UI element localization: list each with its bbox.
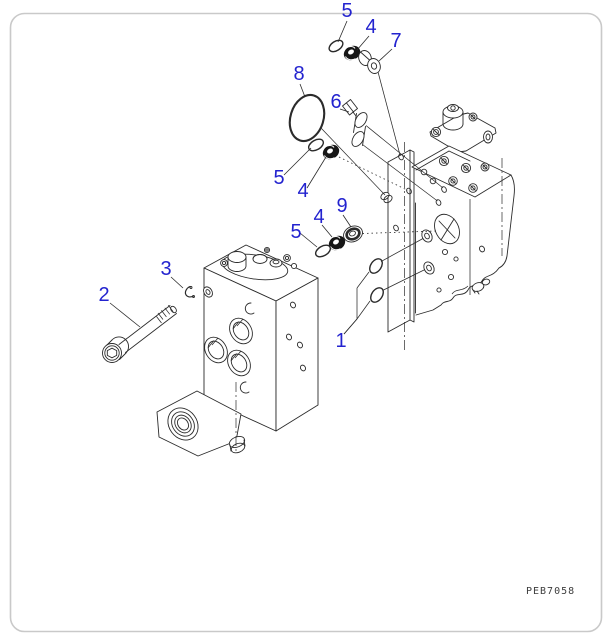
flange-bolts [420, 155, 490, 193]
right-valve-assembly [380, 104, 515, 350]
leader-line-socket-bolt [109, 302, 141, 328]
port-o-rings-part-1 [343, 258, 384, 335]
drain-plug [471, 278, 491, 295]
washer-part-9 [343, 225, 363, 243]
callout-number-5-o-ring-top[interactable]: 5 [341, 0, 352, 22]
leader-line-snap-ring [170, 276, 184, 289]
leader-line-o-ring-low [299, 232, 318, 248]
large-o-ring-part-8 [288, 93, 326, 143]
callout-number-7-bushing[interactable]: 7 [390, 30, 401, 52]
callout-number-4-hex-nut-top[interactable]: 4 [365, 16, 376, 38]
snap-ring-part-3 [184, 285, 195, 298]
front-ports [203, 286, 255, 394]
side-holes [285, 301, 307, 372]
bottom-foot [156, 382, 246, 457]
elbow-fitting-part-6 [342, 99, 368, 147]
callout-number-3-snap-ring[interactable]: 3 [160, 258, 171, 280]
o-ring-part-5-mid [307, 138, 325, 152]
top-fittings [220, 246, 298, 281]
drawing-code: PEB7058 [526, 586, 575, 597]
bushing-part-7 [358, 50, 381, 74]
o-ring-part-5-low [314, 244, 332, 258]
callout-number-9-washer[interactable]: 9 [336, 195, 347, 217]
callout-number-4-hex-nut-mid[interactable]: 4 [297, 180, 308, 202]
callout-number-5-o-ring-mid[interactable]: 5 [273, 167, 284, 189]
callout-number-2-socket-bolt[interactable]: 2 [98, 284, 109, 306]
leader-line-elbow-fitting [339, 108, 350, 113]
leader-line-large-o-ring [299, 83, 306, 98]
socket-bolt-part-2 [102, 304, 177, 363]
callout-number-1-port-o-rings[interactable]: 1 [335, 330, 346, 352]
diagram-border [9, 12, 603, 633]
callout-number-6-elbow-fitting[interactable]: 6 [330, 91, 341, 113]
leader-line-o-ring-top [337, 20, 348, 43]
top-cap-assembly [429, 104, 497, 153]
assembly-leader-lines [321, 69, 447, 291]
valve-body [404, 142, 515, 350]
leader-line-o-ring-mid [283, 147, 312, 176]
leader-line-washer [342, 214, 352, 228]
left-valve-block [156, 244, 319, 457]
callout-number-5-o-ring-low[interactable]: 5 [290, 221, 301, 243]
hex-socket-icon [106, 347, 118, 359]
hex-nut-part-4-mid [322, 144, 340, 160]
middle-flange [411, 145, 512, 198]
leader-line-hex-nut-top [356, 35, 370, 51]
callout-number-4-hex-nut-low[interactable]: 4 [313, 206, 324, 228]
leader-line-hex-nut-low [321, 224, 333, 238]
cap-bolt-icon [447, 104, 459, 112]
leader-line-hex-nut-mid [306, 156, 327, 189]
hex-nut-part-4-top [343, 45, 361, 61]
callout-number-8-large-o-ring[interactable]: 8 [293, 63, 304, 85]
o-ring-part-5-top [328, 39, 344, 53]
mounting-plate [380, 149, 415, 333]
leader-line-bushing [378, 48, 393, 62]
leader-line-port-o-rings [343, 318, 358, 335]
